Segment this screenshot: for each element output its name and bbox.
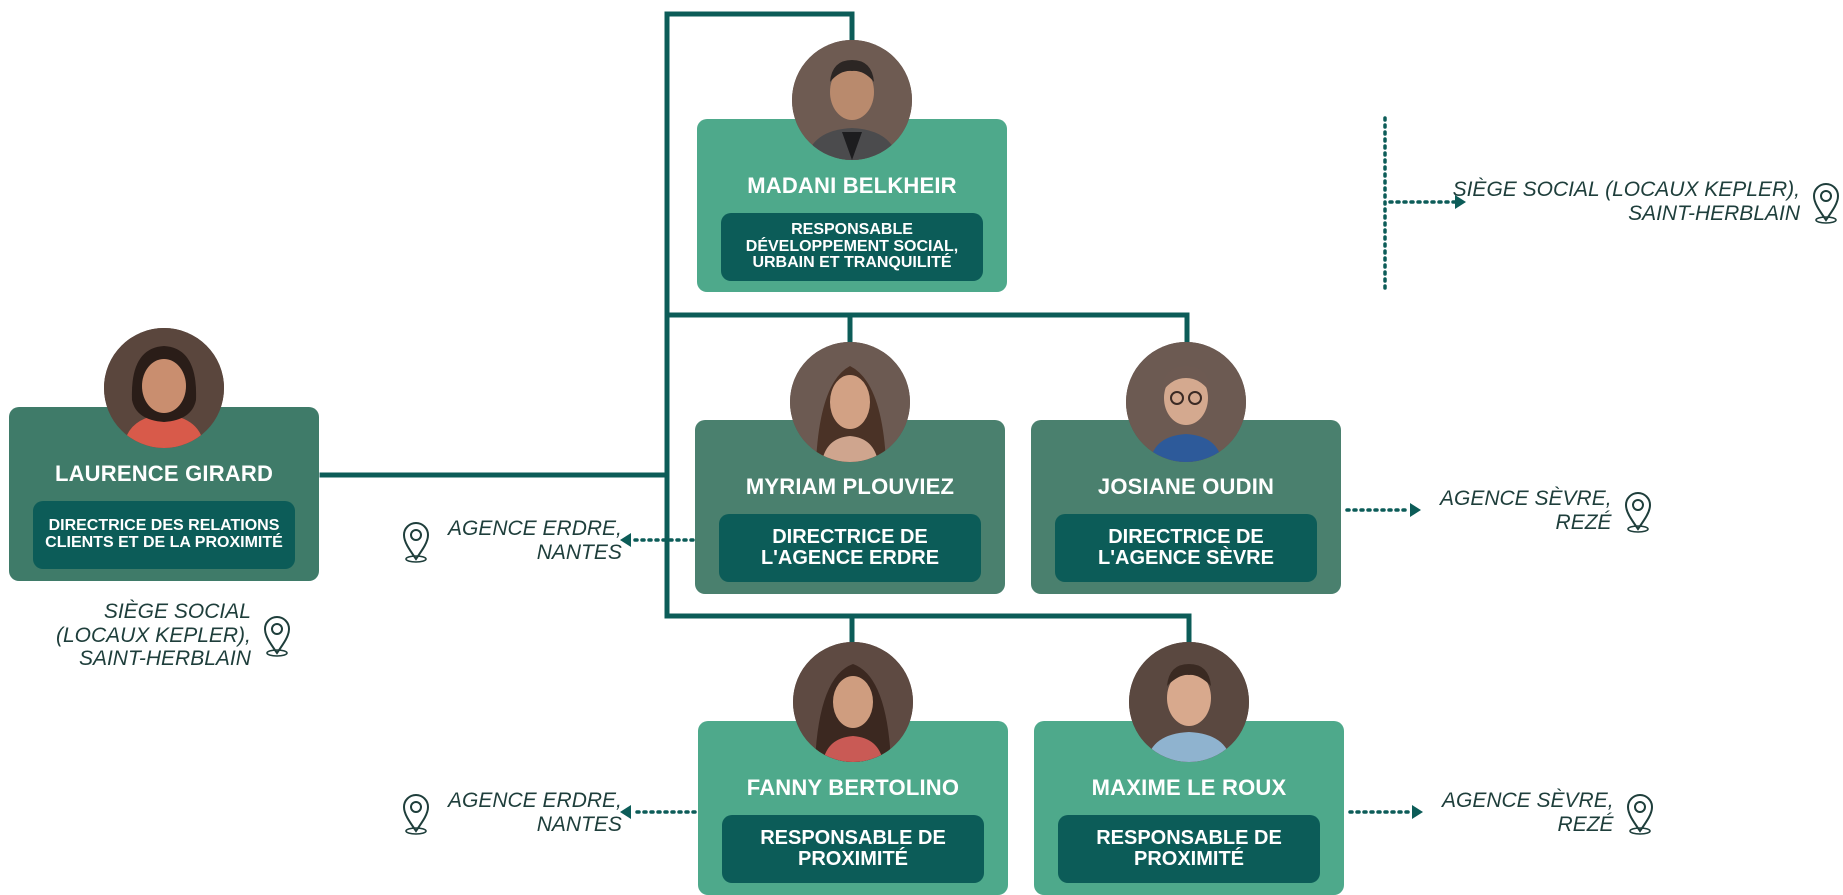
location-siege-top: SIÈGE SOCIAL (LOCAUX KEPLER), SAINT-HERB… [1453,178,1842,225]
person-name: FANNY BERTOLINO [746,775,960,800]
card-josiane-oudin: JOSIANE OUDIN DIRECTRICE DE L'AGENCE SÈV… [1031,420,1341,594]
location-line: SAINT-HERBLAIN [1628,201,1800,225]
map-pin-icon [1810,180,1842,224]
solid-connectors [319,11,1192,645]
arrow-head-erdre-row3 [620,805,631,819]
avatar-laurence-girard [104,328,224,448]
arrow-head-sevre-row3 [1412,805,1423,819]
location-line: AGENCE ERDRE, [448,517,622,540]
avatar-myriam-plouviez [790,342,910,462]
person-role: DIRECTRICE DES RELATIONS CLIENTS ET DE L… [33,501,295,569]
person-name: MYRIAM PLOUVIEZ [745,474,955,499]
person-role: RESPONSABLE DÉVELOPPEMENT SOCIAL, URBAIN… [721,213,983,281]
dotted-connectors [631,116,1458,814]
location-line: SIÈGE SOCIAL [103,600,251,623]
location-line: AGENCE ERDRE, [448,789,622,812]
person-role: RESPONSABLE DE PROXIMITÉ [722,815,984,883]
person-name: JOSIANE OUDIN [1097,474,1275,499]
person-name: LAURENCE GIRARD [54,461,274,486]
location-sevre-row2: AGENCE SÈVRE, REZÉ [1440,487,1654,534]
location-line: AGENCE SÈVRE, [1442,789,1614,812]
map-pin-icon [400,519,432,563]
legend-arrow-head [1455,195,1466,209]
location-line: NANTES [536,812,622,836]
avatar-josiane-oudin [1126,342,1246,462]
location-erdre-row2: AGENCE ERDRE, NANTES [400,517,622,564]
location-erdre-row3: AGENCE ERDRE, NANTES [400,789,622,836]
person-name: MADANI BELKHEIR [747,173,957,198]
avatar-madani-belkheir [792,40,912,160]
avatar-maxime-le-roux [1129,642,1249,762]
location-line: (LOCAUX KEPLER), [56,623,251,647]
location-line: SIÈGE SOCIAL (LOCAUX KEPLER), [1452,178,1800,201]
avatar-fanny-bertolino [793,642,913,762]
map-pin-icon [261,613,293,658]
location-sevre-row3: AGENCE SÈVRE, REZÉ [1442,789,1656,836]
map-pin-icon [400,791,432,835]
map-pin-icon [1624,791,1656,835]
location-line: SAINT-HERBLAIN [78,647,251,671]
person-role: DIRECTRICE DE L'AGENCE SÈVRE [1055,514,1317,582]
location-line: REZÉ [1555,510,1612,534]
person-role: DIRECTRICE DE L'AGENCE ERDRE [719,514,981,582]
location-line: NANTES [536,540,622,564]
location-siege-left: SIÈGE SOCIAL (LOCAUX KEPLER), SAINT-HERB… [56,600,293,671]
arrow-head-erdre-row2 [620,533,631,547]
arrow-heads [620,195,1466,819]
location-line: AGENCE SÈVRE, [1440,487,1612,510]
location-line: REZÉ [1557,812,1614,836]
map-pin-icon [1622,489,1654,533]
person-name: MAXIME LE ROUX [1091,775,1287,800]
arrow-head-sevre-row2 [1410,503,1421,517]
person-role: RESPONSABLE DE PROXIMITÉ [1058,815,1320,883]
